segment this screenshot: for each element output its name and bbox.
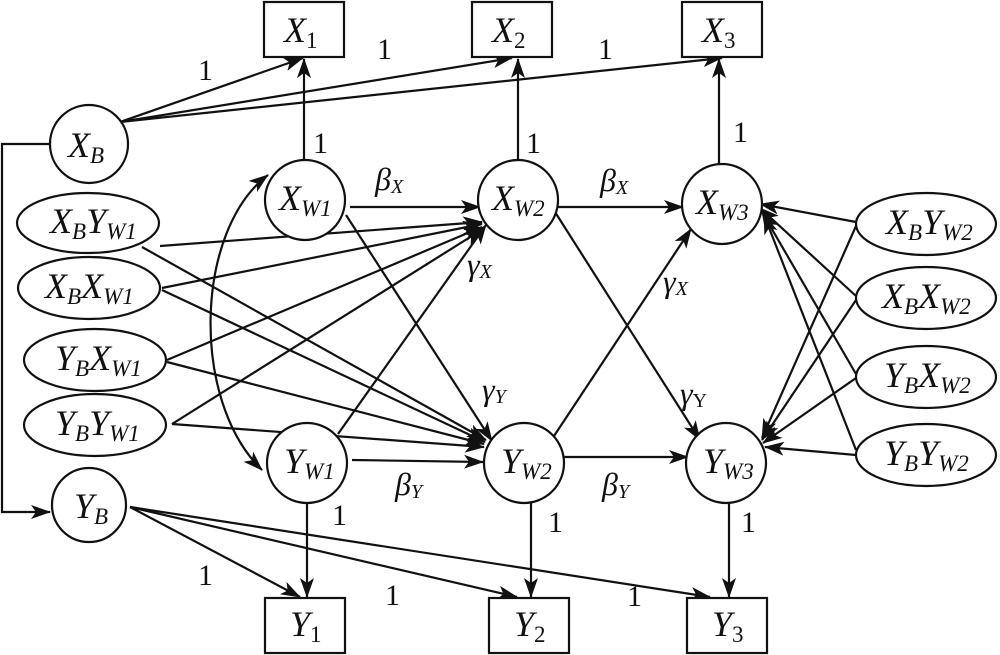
edge-YBXW1-YW2 [166,360,485,447]
label-XW1-XW2-beta: βX [374,161,404,198]
edge-XBXW1-XW2 [161,220,483,290]
node-XW3: XW3 [680,162,764,246]
edge-YBXW2-YW3 [762,377,857,444]
edge-YBYW2-YW3 [764,441,857,457]
label-YB-Y2: 1 [385,579,400,612]
svg-text:YBYW2: YBYW2 [884,433,969,476]
label-XB-X2: 1 [377,33,392,66]
label-YW2-YW3-beta: βY [601,466,631,503]
label-YW3-Y3: 1 [741,506,756,539]
label-YW1-XW2-gamma: γX [467,246,493,283]
svg-text:X3: X3 [700,10,736,53]
edge-YW1-YW2 [351,454,484,469]
node-XW2: XW2 [476,158,560,242]
svg-text:YW2: YW2 [501,441,552,484]
edge-YB-Y3 [129,505,711,602]
svg-text:X2: X2 [490,10,526,53]
edge-YW1-XW2 [337,224,487,435]
node-YW1: YW1 [265,421,349,505]
edge-XB-YB [0,142,51,519]
svg-text:YBXW2: YBXW2 [884,355,971,398]
node-YBXW2: YBXW2 [854,344,998,410]
svg-text:XBYW2: XBYW2 [884,202,973,245]
nodes: X1 X2 X3 Y1 Y2 Y3 XB YB [15,0,998,655]
node-YW2: YW2 [482,421,566,505]
label-YB-Y3: 1 [627,580,642,613]
label-XB-X3: 1 [598,33,613,66]
edge-YBXW1-XW2 [166,225,483,362]
edge-XW1-YW2 [345,214,493,442]
edge-YB-Y1 [129,506,301,598]
edge-YB-Y2 [129,505,518,600]
svg-text:Y1: Y1 [290,604,322,647]
edge-YBYW2-XW3 [762,214,858,451]
edge-XB-X3 [119,53,723,124]
svg-text:XW1: XW1 [277,178,332,221]
node-XBYW2: XBYW2 [854,191,998,257]
edge-YBXW2-XW3 [761,211,857,375]
svg-text:XW2: XW2 [490,178,545,221]
label-XB-X1: 1 [198,54,213,87]
node-XW1: XW1 [263,158,347,242]
edge-XBYW1-YW2 [141,246,487,441]
edge-XB-X1 [119,56,304,124]
edge-XW1-YW1-covariance [209,174,269,471]
label-XW1-YW2-gamma: γY [482,371,508,408]
node-Y1: Y1 [263,596,347,655]
label-YW2-XW3-gamma: γX [663,263,689,300]
label-YW1-YW2-beta: βY [394,466,424,503]
node-X3: X3 [680,0,764,59]
node-X2: X2 [470,0,554,59]
svg-text:XBXW2: XBXW2 [880,276,971,319]
label-YB-Y1: 1 [198,559,213,592]
node-YBYW1: YBYW1 [22,392,168,458]
edge-YBYW1-XW2 [171,228,484,425]
svg-text:YB: YB [74,486,108,529]
svg-text:Y2: Y2 [514,604,546,647]
label-YW1-Y1: 1 [332,499,347,532]
svg-text:XB: XB [66,125,104,168]
node-XBXW2: XBXW2 [854,265,998,331]
edge-YW2-XW3 [553,228,692,437]
svg-text:X1: X1 [282,10,318,53]
edges [0,53,858,602]
svg-text:XBXW1: XBXW1 [43,266,134,309]
node-XB: XB [48,103,130,185]
label-XW2-X2: 1 [526,127,541,160]
label-XW3-X3: 1 [733,116,748,149]
node-Y2: Y2 [487,596,571,655]
svg-text:YW3: YW3 [703,441,754,484]
label-XW2-XW3-beta: βX [599,162,629,199]
edge-XBXW2-XW3 [759,207,857,297]
edge-XBXW2-YW3 [761,299,857,441]
label-XW2-YW3-gamma: γY [680,375,707,412]
label-YW2-Y2: 1 [548,506,563,539]
edge-XB-X2 [119,54,513,124]
node-YB: YB [50,466,128,544]
edge-labels: 1 1 1 1 1 1 1 1 1 1 1 1 βX βX βY βY γX γ… [198,33,756,613]
svg-text:Y3: Y3 [712,604,744,647]
edge-XBYW2-XW3 [759,200,857,224]
edge-XW2-YW3 [554,211,701,441]
node-X1: X1 [262,0,346,59]
svg-text:YBYW1: YBYW1 [55,403,140,446]
node-XBXW1: XBXW1 [16,255,162,321]
edge-XBYW2-YW3 [760,225,858,439]
label-XW1-X1: 1 [313,127,328,160]
svg-text:XBYW1: XBYW1 [48,201,137,244]
svg-text:XW3: XW3 [694,182,749,225]
node-XBYW1: XBYW1 [15,191,161,255]
svg-text:YBXW1: YBXW1 [55,338,142,381]
edge-XBXW1-YW2 [161,289,486,443]
svg-text:YW1: YW1 [284,441,335,484]
node-Y3: Y3 [685,596,769,655]
node-YBYW2: YBYW2 [854,422,998,488]
node-YBXW1: YBXW1 [22,327,168,393]
node-YW3: YW3 [684,421,768,505]
